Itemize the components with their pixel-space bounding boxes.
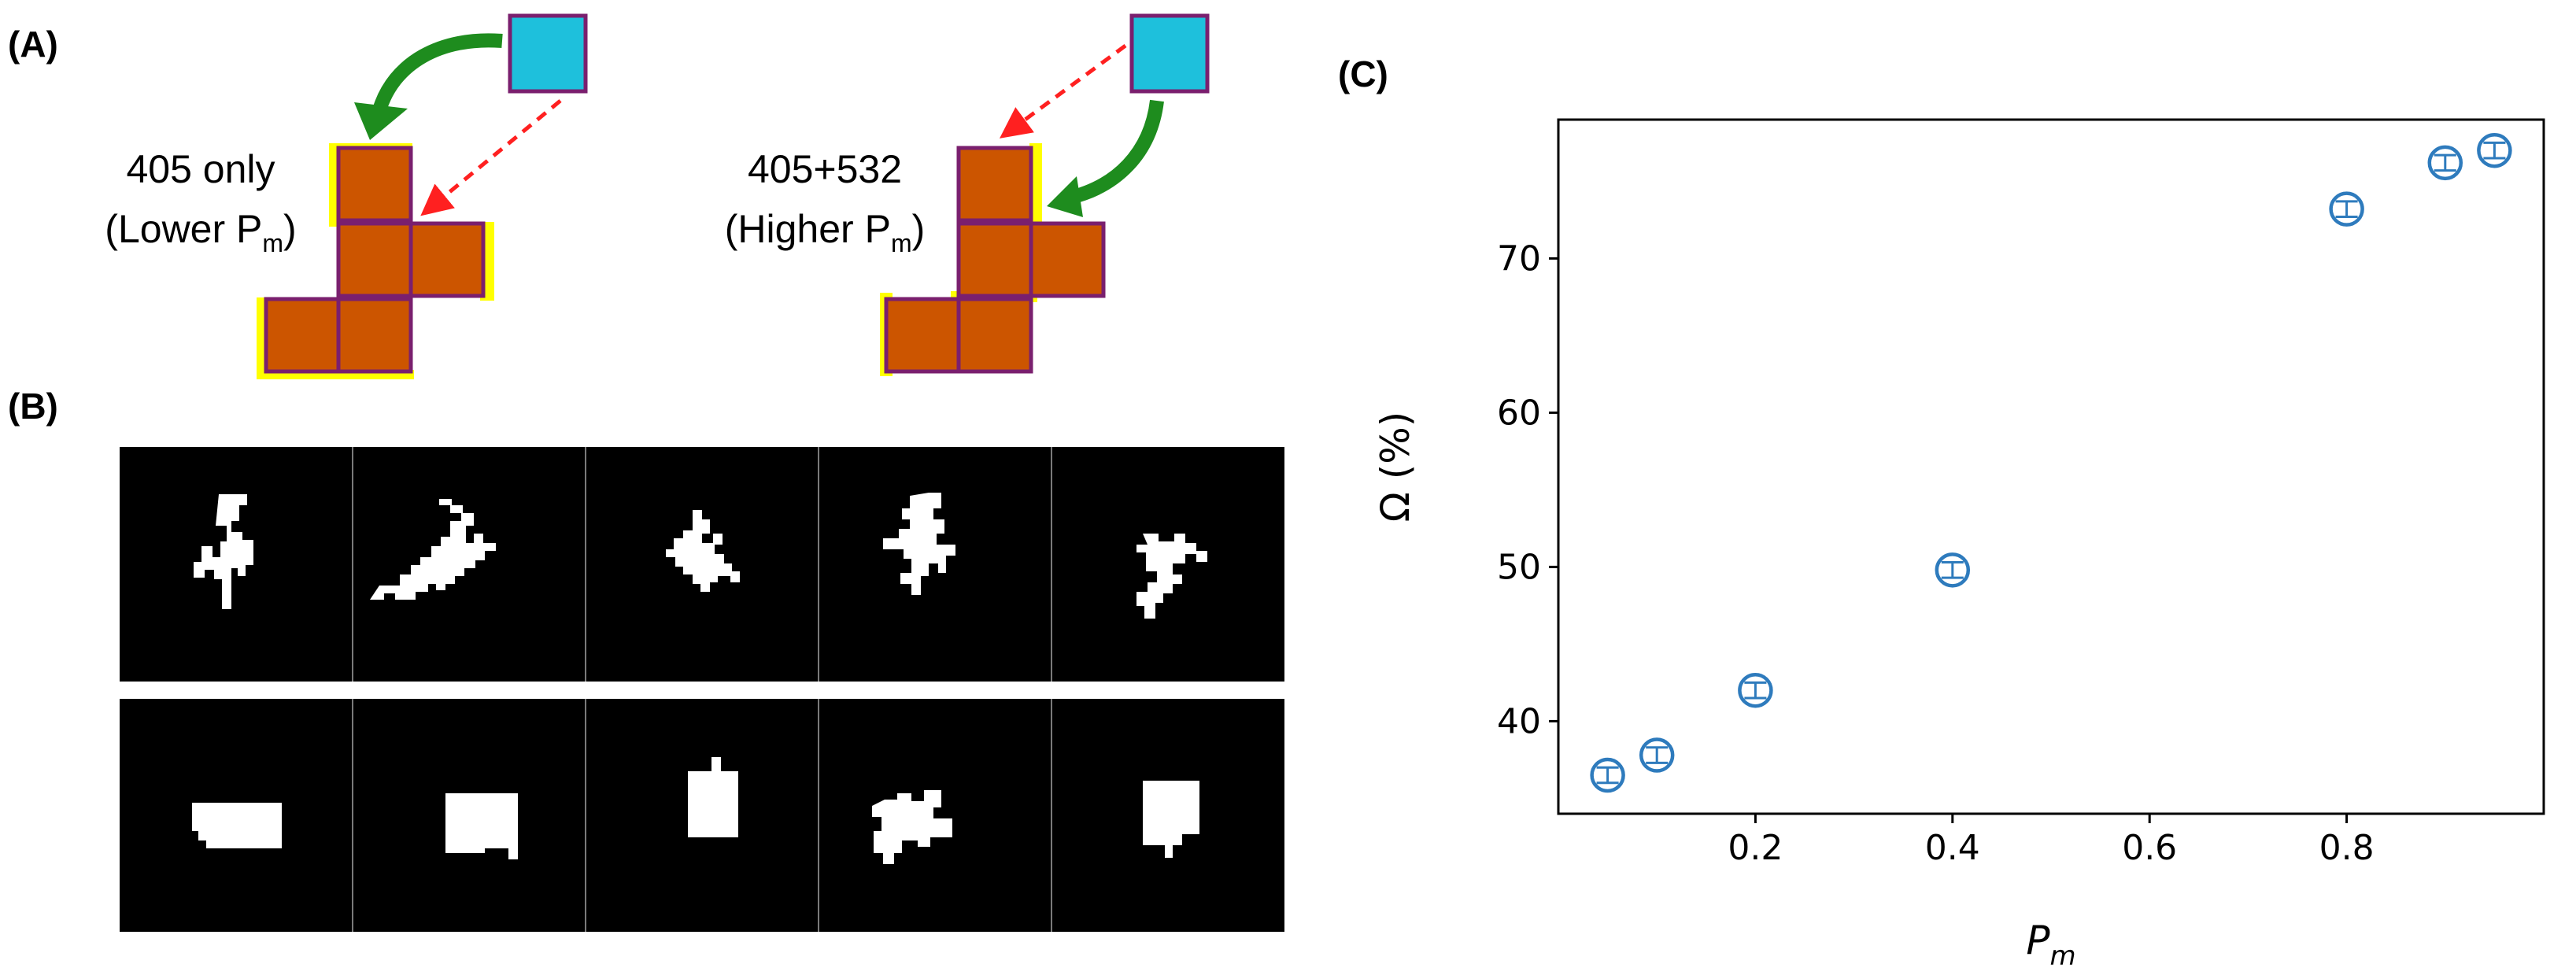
x-axis: 0.2 0.4 0.6 0.8 [1728,814,2375,868]
preferred-arrow-left [372,33,503,113]
incoming-tile-left [508,13,588,94]
data-point [2329,191,2364,227]
data-point [1639,737,1675,773]
y-axis: 40 50 60 70 [1497,238,1558,741]
x-axis-label: Pm [2026,918,2075,972]
cluster-tile [956,221,1033,298]
compact-cluster [192,803,282,848]
morphology-row-top [120,447,1284,682]
point-marker [1639,737,1675,773]
plot-frame [1557,118,2545,815]
fractal-cluster [370,499,496,600]
x-tick-label: 0.2 [1728,828,1783,868]
alternate-arrow-right [999,43,1127,139]
cluster-tile [264,297,341,374]
y-tick-label: 70 [1497,238,1541,279]
preferred-arrow-right [1065,99,1164,205]
cluster-tile [336,146,413,223]
fractal-cluster [1136,534,1207,619]
preferred-arrowhead-left [354,102,408,140]
cluster-tile [336,297,413,374]
right-condition-label: 405+532 [748,147,902,191]
left-condition-sublabel: (Lower Pm) [105,207,296,257]
panel-label-a: (A) [8,24,58,65]
point-marker [1935,552,1971,588]
y-tick-label: 50 [1497,547,1541,587]
scatter-chart: 40 50 60 70 0.2 0.4 0.6 0.8 Ω (%) Pm [1373,118,2545,972]
right-condition-sublabel: (Higher Pm) [725,207,926,257]
data-point [1590,757,1625,793]
morphology-row-bottom [120,699,1284,932]
panel-label-c: (C) [1338,54,1388,94]
panel-label-b: (B) [8,386,58,427]
cluster-tile [884,297,961,374]
compact-cluster [872,790,952,864]
cluster-tile [408,221,486,298]
cluster-tile [956,297,1033,374]
cluster-tile [1029,221,1106,298]
x-tick-label: 0.6 [2122,828,2177,868]
data-point [1738,672,1773,708]
point-marker [1590,757,1625,793]
cluster-tile [336,221,413,298]
x-tick-label: 0.4 [1925,828,1980,868]
compact-cluster [445,793,518,859]
y-tick-label: 40 [1497,701,1541,741]
x-tick-label: 0.8 [2319,828,2375,868]
incoming-tile-right [1129,13,1210,94]
y-axis-label: Ω (%) [1373,412,1418,523]
compact-cluster [688,757,738,837]
preferred-arrowhead-right [1047,176,1083,217]
data-series [1590,132,2512,793]
cluster-left [257,143,494,379]
point-marker [2329,191,2364,227]
fractal-cluster [194,494,253,609]
left-condition-label: 405 only [126,147,275,191]
alternate-arrow-left [420,99,562,216]
cluster-tile [956,146,1033,223]
fractal-cluster [666,510,740,592]
point-marker [2427,145,2463,181]
point-marker [2477,132,2512,168]
data-point [2477,132,2512,168]
data-point [2427,145,2463,181]
fractal-cluster [883,493,955,595]
point-marker [1738,672,1773,708]
y-tick-label: 60 [1497,393,1541,433]
data-point [1935,552,1971,588]
cluster-right [880,143,1106,376]
compact-cluster [1143,781,1199,858]
